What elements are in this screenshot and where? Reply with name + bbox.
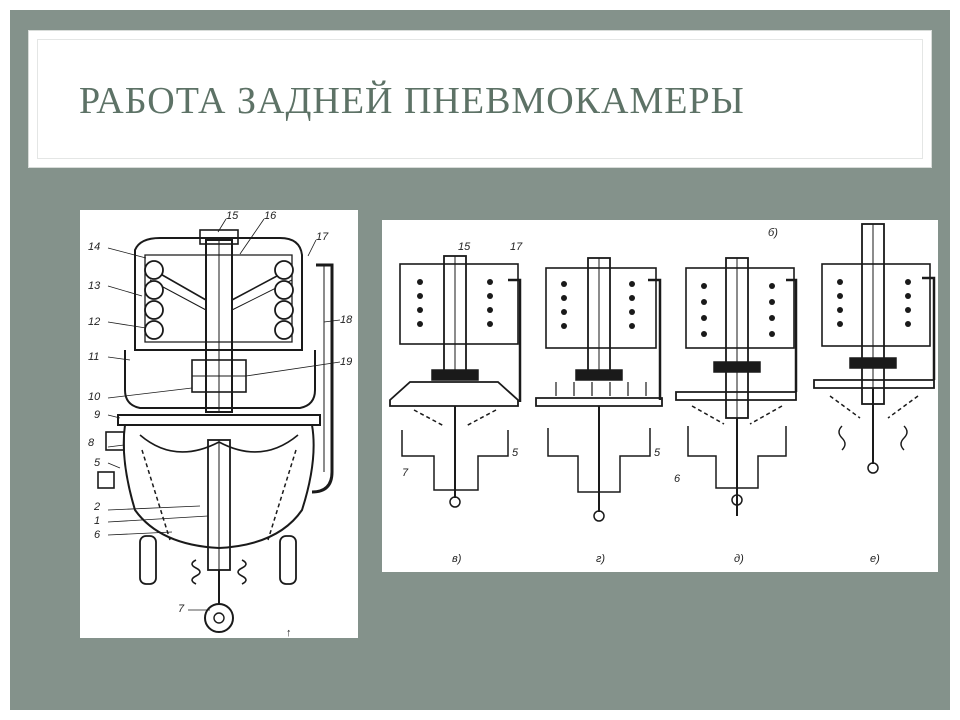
callout-19: 19 <box>340 356 352 368</box>
callout-2: 2 <box>93 501 100 513</box>
label-5-g: 5 <box>654 447 661 459</box>
label-17: 17 <box>510 241 523 253</box>
operating-stages-drawing: б) <box>382 220 938 572</box>
caption-g: г) <box>596 553 605 565</box>
callout-6: 6 <box>94 529 101 541</box>
title-inner-border <box>37 39 923 159</box>
callout-14: 14 <box>88 241 100 253</box>
label-7: 7 <box>402 467 409 479</box>
callout-13: 13 <box>88 280 101 292</box>
caption-e: е) <box>870 553 880 565</box>
corner-arrow: ↑ <box>286 627 292 638</box>
chamber-section-svg: 14 13 12 11 10 9 8 5 2 1 6 7 15 16 17 18… <box>88 210 353 639</box>
callout-12: 12 <box>88 316 100 328</box>
caption-d: д) <box>734 553 744 565</box>
callout-15: 15 <box>226 210 239 222</box>
coil-dots <box>417 279 911 337</box>
stage-d <box>675 257 798 516</box>
slide-title: РАБОТА ЗАДНЕЙ ПНЕВМОКАМЕРЫ <box>79 80 745 122</box>
spring-coils <box>144 260 294 340</box>
callout-8: 8 <box>88 437 95 449</box>
stage-e <box>813 223 936 474</box>
callout-16: 16 <box>264 210 277 222</box>
stage-v <box>389 255 522 508</box>
callout-9: 9 <box>94 409 100 421</box>
stage-g <box>535 257 663 522</box>
callout-7: 7 <box>178 603 185 615</box>
spring-housing-outline <box>134 237 303 351</box>
label-5-v: 5 <box>512 447 519 459</box>
callout-17: 17 <box>316 231 329 243</box>
top-mark: б) <box>768 227 778 239</box>
callout-10: 10 <box>88 391 101 403</box>
chamber-section-drawing: 14 13 12 11 10 9 8 5 2 1 6 7 15 16 17 18… <box>80 210 358 639</box>
callout-18: 18 <box>340 314 353 326</box>
caption-v: в) <box>452 553 462 565</box>
callout-11: 11 <box>88 351 99 363</box>
operating-stages-svg: б) <box>389 223 936 565</box>
title-box: РАБОТА ЗАДНЕЙ ПНЕВМОКАМЕРЫ <box>28 30 932 168</box>
label-6: 6 <box>674 473 681 485</box>
label-15: 15 <box>458 241 471 253</box>
callout-1: 1 <box>94 515 100 527</box>
callout-5: 5 <box>94 457 101 469</box>
